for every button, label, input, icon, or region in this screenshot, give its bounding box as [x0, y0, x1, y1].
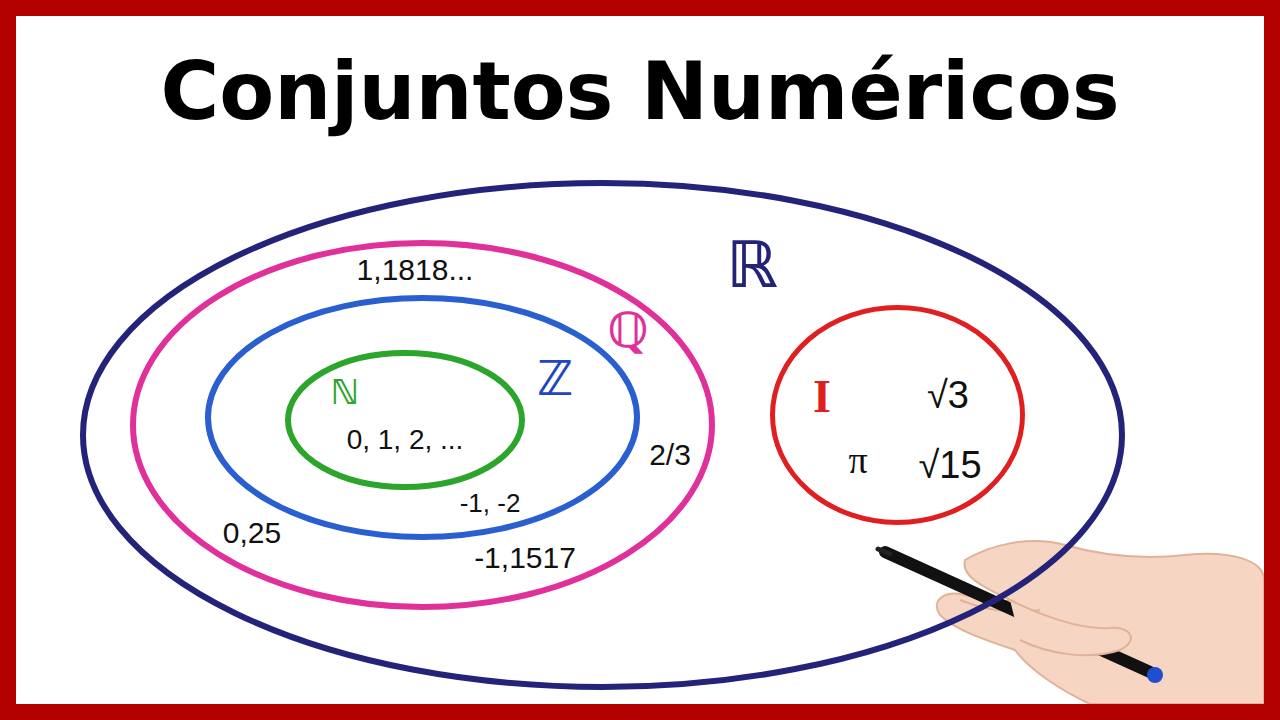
set-symbol: I — [813, 374, 831, 420]
number-example: 2/3 — [649, 440, 691, 470]
number-example: 1,1818... — [357, 255, 474, 285]
marker — [885, 552, 1150, 672]
set-ellipse: I √3 π √15 — [770, 305, 1025, 525]
number-example: √3 — [927, 376, 969, 414]
ellipse-outline — [285, 350, 525, 490]
set-ellipse: ℕ 0, 1, 2, ... — [285, 350, 525, 490]
number-example: -1, -2 — [460, 490, 521, 516]
set-symbol: ℤ — [537, 354, 573, 402]
marker-tip — [878, 549, 890, 554]
set-ellipse: ℤ -1, -2 ℕ 0, 1, 2, ... — [205, 295, 640, 540]
number-example: √15 — [918, 446, 981, 484]
number-example: 0, 1, 2, ... — [347, 426, 464, 454]
thumb — [1010, 600, 1131, 655]
set-symbol: ℝ — [726, 233, 777, 297]
set-symbol: ℕ — [331, 375, 359, 409]
set-ellipse: ℚ 1,1818... 2/3 0,25 -1,1517 ℤ -1, -2 ℕ 0, 1, 2,… — [130, 240, 715, 610]
ellipse-outline — [205, 295, 640, 540]
ellipse-outline — [80, 180, 1125, 690]
ellipse-outline — [770, 305, 1025, 525]
marker-cap — [1147, 667, 1163, 683]
set-symbol: ℚ — [608, 306, 649, 354]
hand — [937, 541, 1264, 704]
number-example: π — [848, 441, 867, 479]
number-example: -1,1517 — [474, 543, 576, 573]
title: Conjuntos Numéricos — [160, 52, 1119, 132]
number-example: 0,25 — [223, 518, 281, 548]
set-ellipse: ℝℚ1,1818...2/30,25-1,1517ℤ-1, -2ℕ0, 1, 2… — [80, 180, 1125, 690]
